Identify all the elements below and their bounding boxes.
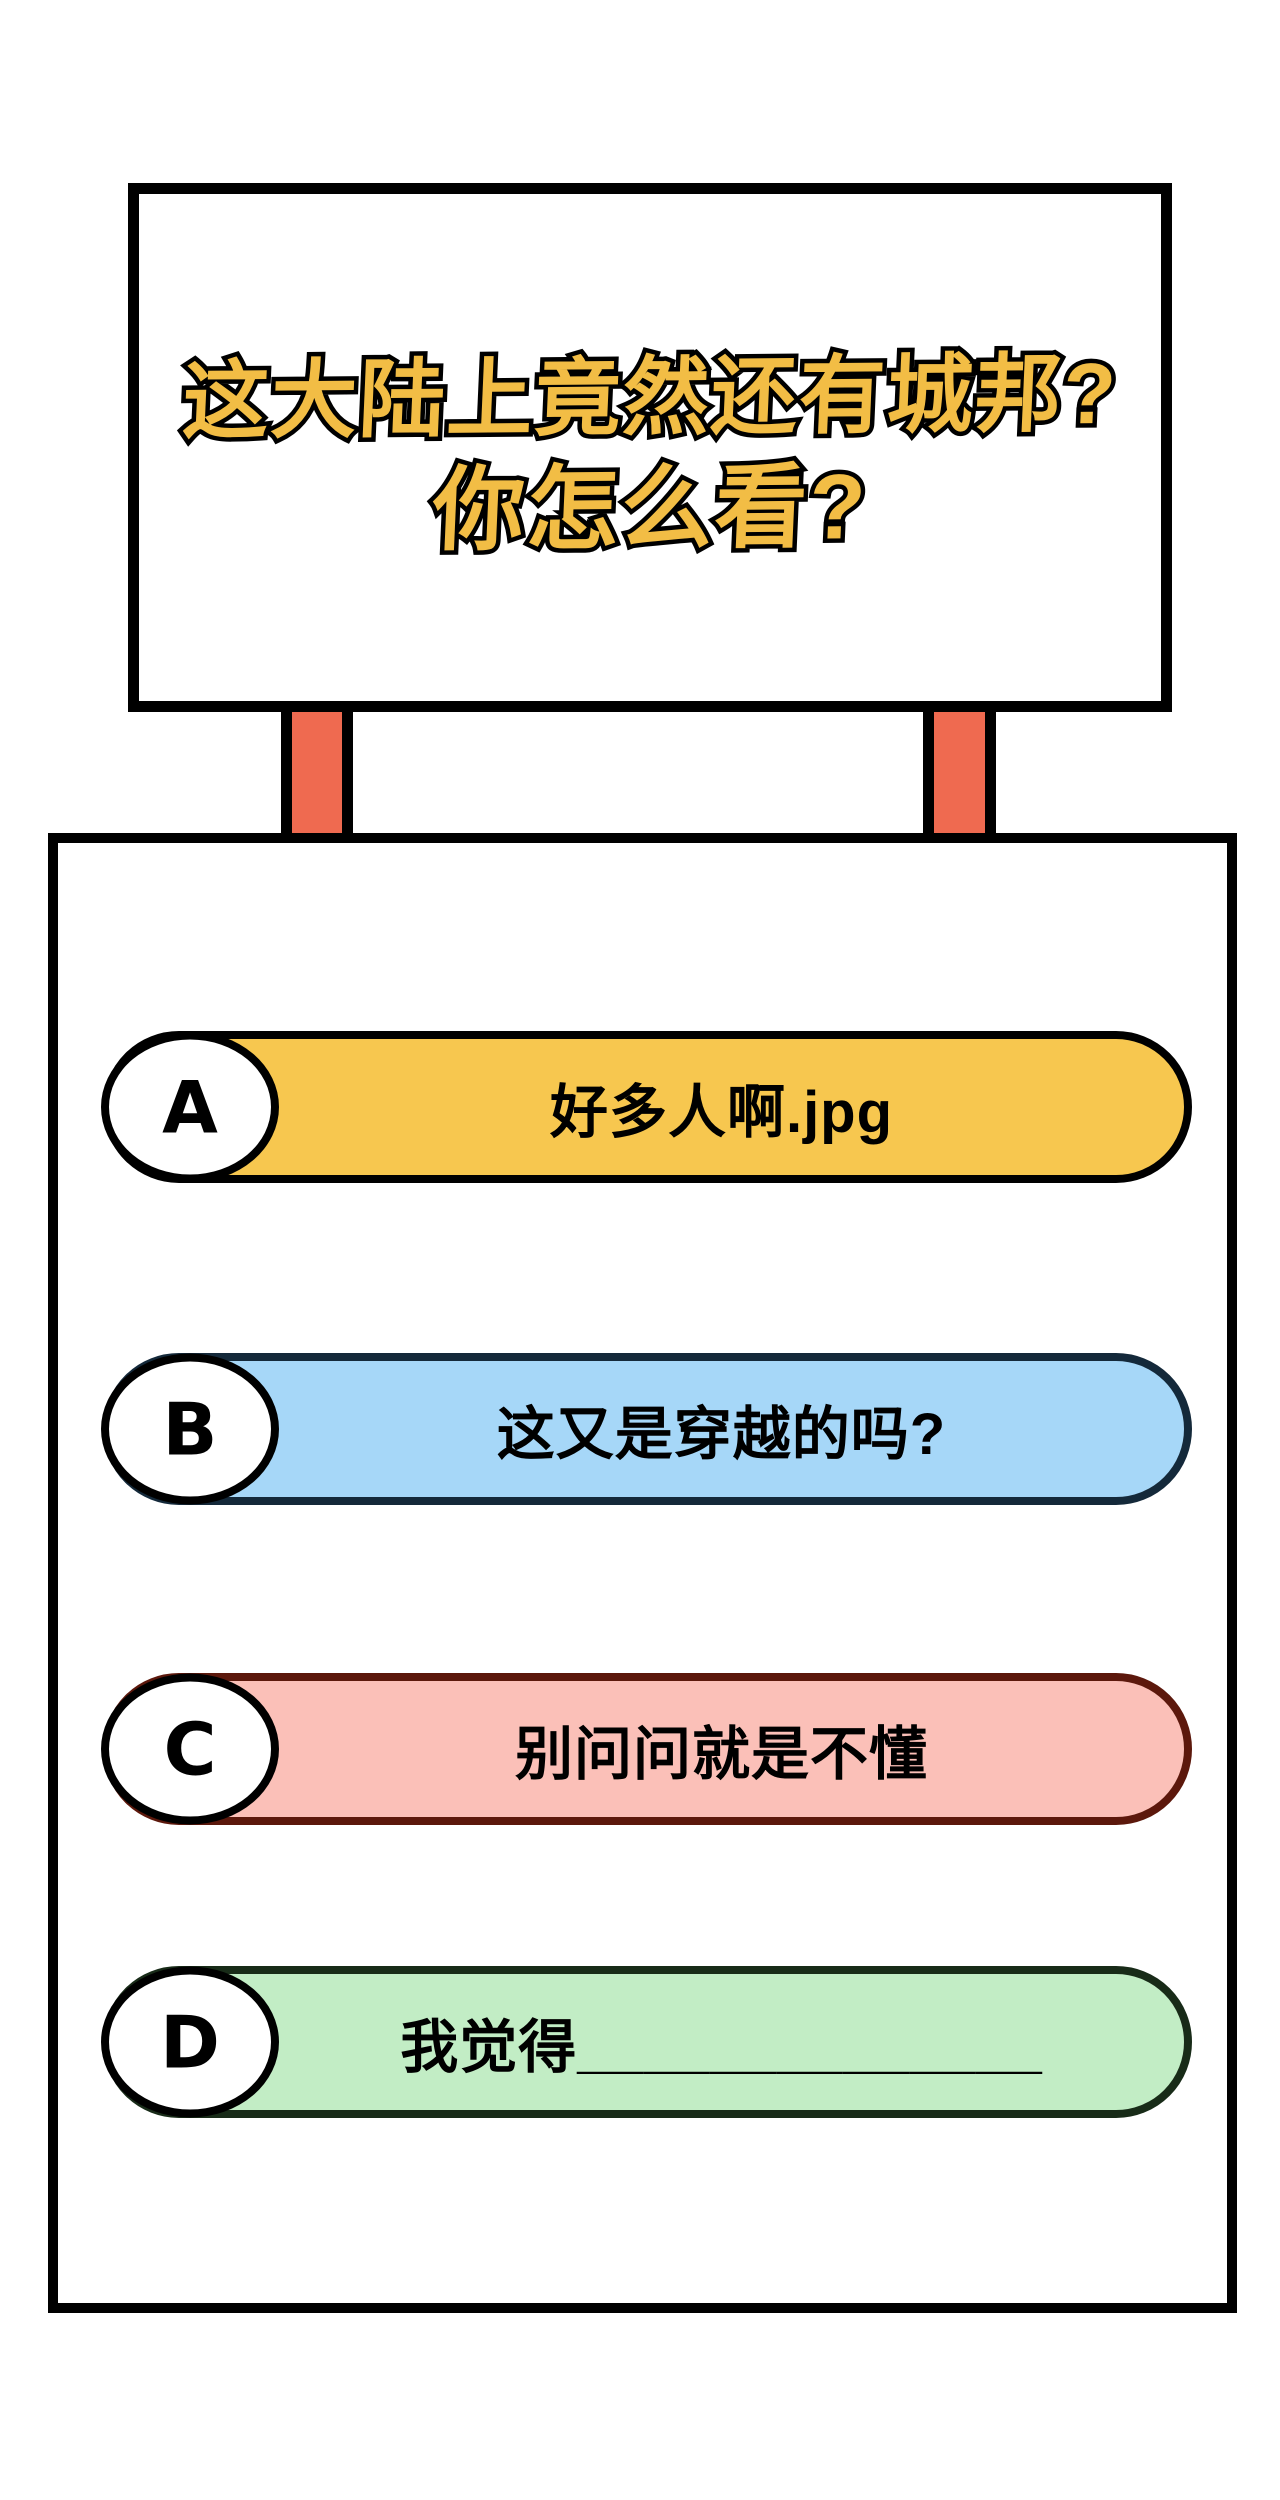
option-c-label: 别问问就是不懂: [514, 1722, 928, 1787]
option-c-badge: C: [101, 1673, 279, 1825]
option-d-letter: D: [160, 2000, 220, 2084]
question-title-line1: 这大陆上竟然还有城邦?: [176, 341, 1124, 454]
option-d-badge: D: [101, 1966, 279, 2118]
option-c-letter: C: [163, 1707, 217, 1791]
sign-post-left: [281, 700, 353, 845]
option-c[interactable]: C 别问问就是不懂: [101, 1673, 1192, 1825]
question-title-line2: 你怎么看?: [426, 451, 874, 566]
question-sign: 这大陆上竟然还有城邦? 你怎么看?: [128, 183, 1172, 712]
option-d-label: 我觉得______________: [400, 2015, 1043, 2080]
option-d[interactable]: D 我觉得______________: [101, 1966, 1192, 2118]
option-b-badge: B: [101, 1353, 279, 1505]
option-a-letter: A: [162, 1065, 218, 1149]
sign-post-right: [923, 700, 996, 845]
option-a-badge: A: [101, 1031, 279, 1183]
option-b[interactable]: B 这又是穿越的吗?: [101, 1353, 1192, 1505]
option-b-letter: B: [162, 1387, 218, 1471]
option-b-label: 这又是穿越的吗?: [496, 1402, 947, 1467]
option-a[interactable]: A 好多人啊.jpg: [101, 1031, 1192, 1183]
option-a-label: 好多人啊.jpg: [549, 1080, 894, 1145]
